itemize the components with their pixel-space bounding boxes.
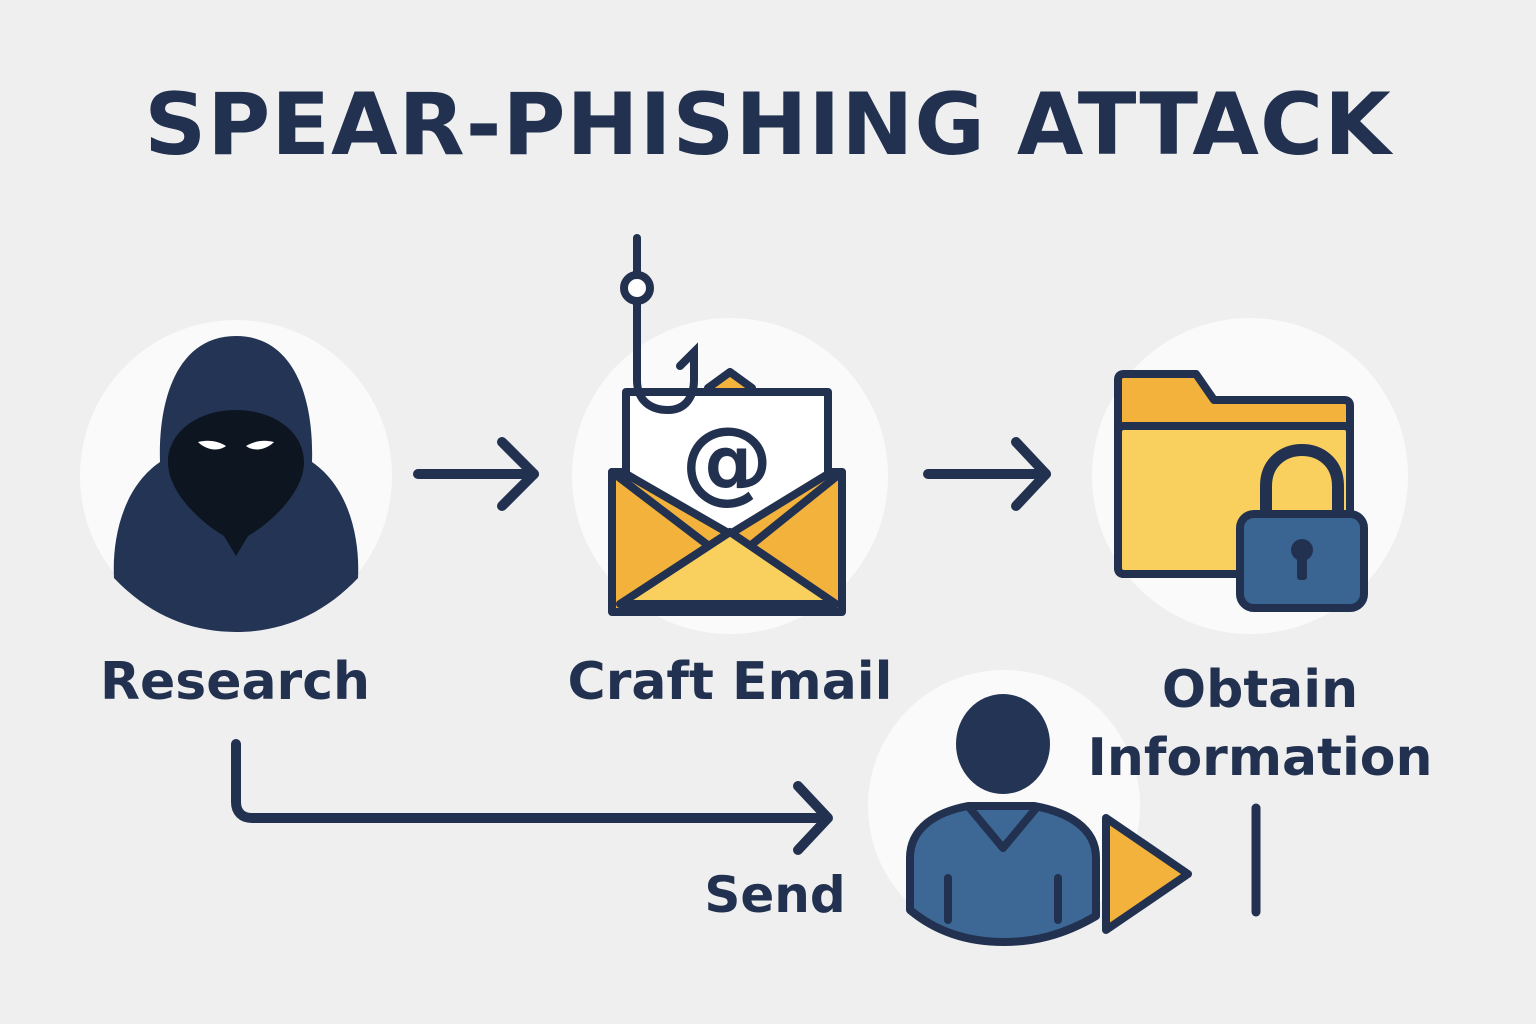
arrow-craft-to-obtain bbox=[923, 437, 1051, 511]
phishing-email-icon: @ bbox=[608, 368, 846, 616]
arrow-research-to-craft bbox=[413, 437, 539, 511]
fishing-hook-icon bbox=[620, 234, 698, 415]
step-label-research: Research bbox=[99, 652, 371, 712]
play-triangle-icon bbox=[1102, 814, 1192, 934]
svg-text:@: @ bbox=[681, 407, 773, 514]
locked-folder-icon bbox=[1114, 370, 1368, 612]
step-label-send: Send bbox=[704, 866, 846, 924]
hooded-hacker-icon bbox=[113, 336, 359, 632]
diagram-title: SPEAR-PHISHING ATTACK bbox=[144, 75, 1392, 175]
target-user-icon bbox=[906, 694, 1100, 946]
step-label-obtain-information: Obtain Information bbox=[1087, 660, 1433, 788]
step-label-craft-email: Craft Email bbox=[567, 652, 893, 712]
arrow-research-to-send bbox=[231, 739, 833, 855]
